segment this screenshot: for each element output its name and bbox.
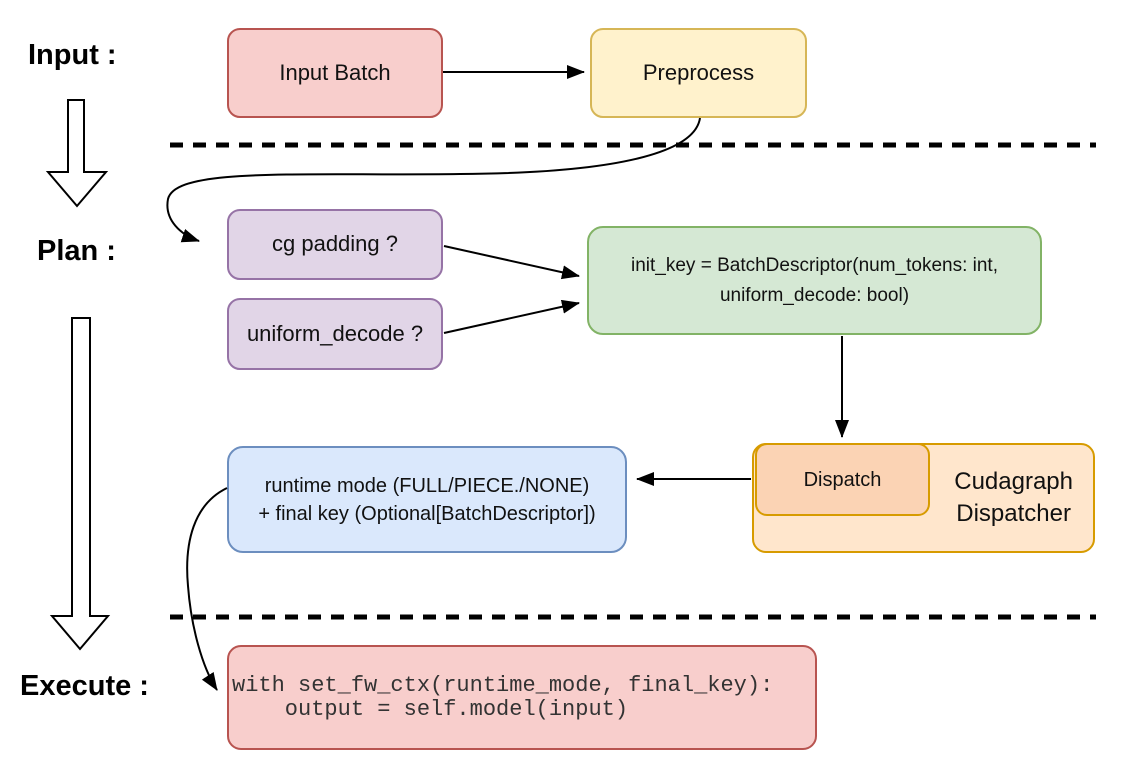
init-key-line1: init_key = BatchDescriptor(num_tokens: i… — [631, 255, 998, 277]
stage-label-plan: Plan : — [37, 235, 116, 267]
cudagraph-dispatcher-label: Cudagraph Dispatcher — [954, 466, 1073, 531]
runtime-mode-line1: runtime mode (FULL/PIECE./NONE) — [264, 474, 590, 497]
stage-label-input: Input : — [28, 39, 117, 71]
cudagraph-line1: Cudagraph — [954, 467, 1073, 495]
arrow-uniform-decode-to-init-key — [443, 299, 580, 334]
execute-code-line1: with set_fw_ctx(runtime_mode, final_key)… — [232, 673, 774, 699]
node-execute-code: with set_fw_ctx(runtime_mode, final_key)… — [227, 645, 817, 750]
input-to-plan-arrow-icon — [45, 99, 109, 208]
node-init-key: init_key = BatchDescriptor(num_tokens: i… — [587, 226, 1042, 335]
execute-code-line2: output = self.model(input) — [232, 696, 629, 722]
cudagraph-line2: Dispatcher — [956, 500, 1071, 527]
node-uniform-decode: uniform_decode ? — [227, 298, 443, 370]
node-cg-padding: cg padding ? — [227, 209, 443, 280]
node-input-batch: Input Batch — [227, 28, 443, 118]
stage-label-execute: Execute : — [20, 670, 149, 702]
plan-to-execute-arrow-icon — [49, 317, 111, 651]
node-dispatch: Dispatch — [755, 443, 930, 516]
node-runtime-mode: runtime mode (FULL/PIECE./NONE) + final … — [227, 446, 627, 553]
node-preprocess: Preprocess — [590, 28, 807, 118]
runtime-mode-line2: + final key (Optional[BatchDescriptor]) — [258, 502, 596, 525]
arrow-runtime-mode-to-execute-code — [186, 487, 228, 691]
init-key-line2: uniform_decode: bool) — [719, 284, 910, 306]
arrow-cg-padding-to-init-key — [443, 245, 580, 280]
